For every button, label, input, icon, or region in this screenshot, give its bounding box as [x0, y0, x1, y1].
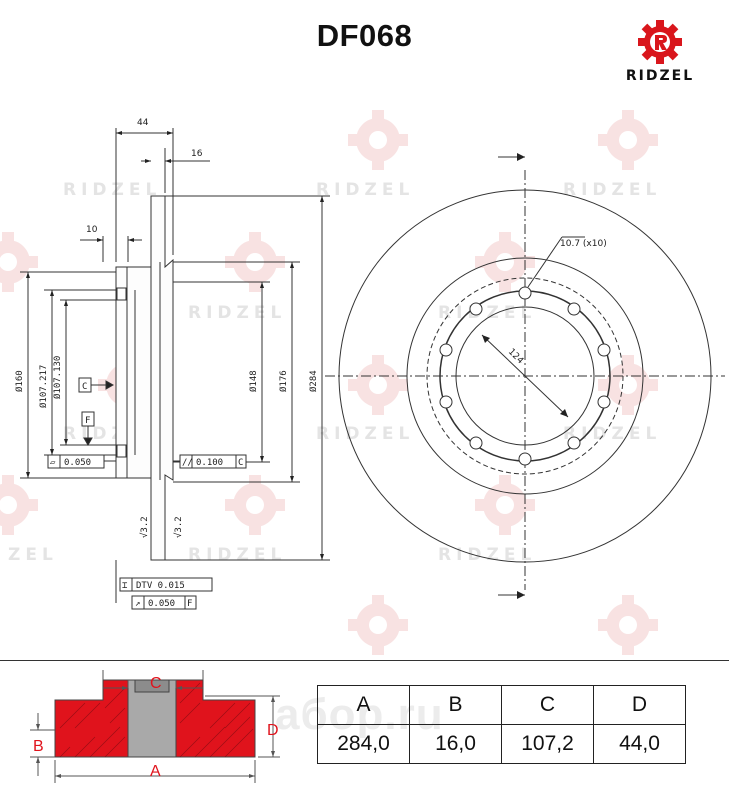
flatness-icon: ▱ [50, 458, 56, 468]
gear-logo-icon [638, 20, 682, 64]
spec-value-d: 44,0 [593, 724, 686, 764]
roughness-right: √3.2 [173, 516, 184, 538]
spec-header-b: B [409, 685, 502, 725]
parallel-icon: // [182, 458, 193, 468]
legend-label-a: A [150, 763, 161, 780]
watermark-text: RIDZEL [316, 424, 415, 444]
technical-drawing: 44 16 10 Ø160 Ø107.217 Ø107.130 Ø148 Ø17… [14, 118, 725, 610]
dimension-legend: C B A D [30, 670, 280, 783]
dia-176-label: Ø176 [278, 370, 289, 392]
brand-logo: RIDZEL [605, 18, 715, 84]
watermark-text: RIDZEL [563, 180, 662, 200]
spec-value-c: 107,2 [501, 724, 594, 764]
dia-284-label: Ø284 [308, 370, 319, 392]
runout-datum: F [187, 599, 192, 609]
watermark-text: RIDZEL [563, 424, 662, 444]
dtv-label: DTV 0.015 [136, 581, 185, 591]
watermark-text: RIDZEL [438, 303, 537, 323]
legend-label-b: B [33, 738, 44, 755]
spec-value-b: 16,0 [409, 724, 502, 764]
dtv-icon: ⌶ [122, 581, 128, 591]
dim-10-label: 10 [86, 225, 98, 235]
front-view [325, 156, 725, 596]
dim-44-label: 44 [137, 118, 149, 128]
spec-header-c: C [501, 685, 594, 725]
roughness-left: √3.2 [139, 516, 150, 538]
watermark-text: RIDZEL [63, 180, 162, 200]
spec-header-a: A [317, 685, 410, 725]
spec-value-row: 284,0 16,0 107,2 44,0 [317, 724, 686, 764]
parallel-value: 0.100 [196, 458, 223, 468]
watermark-text: RIDZEL [316, 180, 415, 200]
dia-107-217-label: Ø107.217 [38, 365, 49, 408]
datum-f-label: F [85, 416, 90, 426]
flatness-value: 0.050 [64, 458, 91, 468]
holes-label: 10.7 (x10) [560, 239, 607, 249]
runout-value: 0.050 [148, 599, 175, 609]
bolt-holes [439, 286, 611, 466]
dim-16-label: 16 [191, 149, 203, 159]
watermark-text: RIDZEL [188, 303, 287, 323]
legend-label-c: C [150, 675, 162, 692]
runout-icon: ↗ [135, 599, 140, 609]
dia-148-label: Ø148 [248, 370, 259, 392]
spec-header-d: D [593, 685, 686, 725]
spec-value-a: 284,0 [317, 724, 410, 764]
datum-c-label: C [82, 382, 87, 392]
pcd-label: 124 [506, 347, 525, 366]
watermark-text: RIDZEL [438, 545, 537, 565]
section-divider [0, 660, 729, 661]
spec-header-row: A B C D [317, 685, 686, 725]
parallel-datum: C [238, 458, 243, 468]
dia-107-130-label: Ø107.130 [52, 356, 63, 399]
dia-160-label: Ø160 [14, 370, 25, 392]
brand-name: RIDZEL [625, 68, 695, 84]
spec-table: A B C D 284,0 16,0 107,2 44,0 [317, 685, 686, 764]
section-view [20, 128, 330, 610]
legend-label-d: D [267, 722, 279, 739]
part-number-title: DF068 [316, 18, 413, 53]
watermark-text: ZEL [8, 545, 58, 565]
